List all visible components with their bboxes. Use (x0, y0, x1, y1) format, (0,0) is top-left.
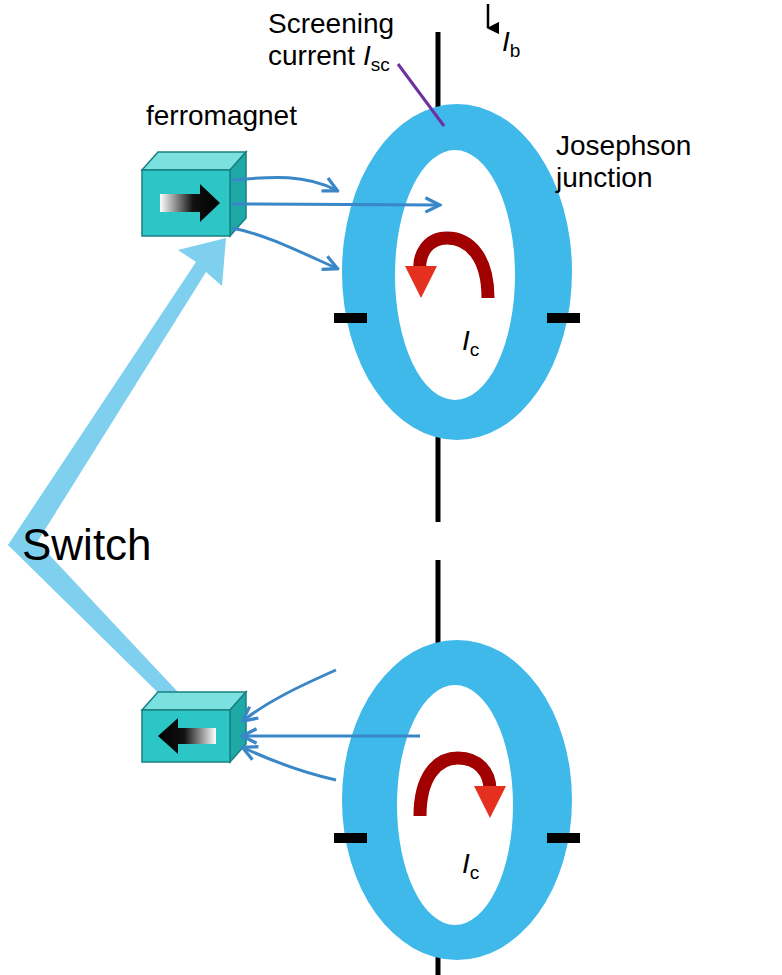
current-arrow (474, 786, 506, 818)
current-arrow (405, 266, 437, 298)
bias-arrow (487, 4, 490, 28)
squid-ring (342, 640, 572, 960)
josephson-junction (547, 313, 580, 323)
josephson-junction (547, 833, 580, 843)
field-line (232, 177, 438, 268)
switch-label: Switch (22, 520, 182, 571)
part-label: Josephson junction (556, 130, 716, 194)
current-symbol: Ib (502, 26, 562, 58)
leader-line (398, 64, 444, 126)
switch-arrow (8, 238, 226, 762)
field-line (244, 670, 420, 780)
squid-ring (342, 104, 572, 440)
current-symbol: Ic (462, 325, 522, 357)
part-label: ferromagnet (146, 100, 316, 132)
lead-wire (436, 32, 441, 975)
ferromagnet-block (142, 152, 246, 236)
current-symbol: Ic (462, 848, 522, 880)
ferromagnet-block (142, 692, 246, 762)
josephson-junction (334, 313, 367, 323)
josephson-junction (334, 833, 367, 843)
callout-label: Screening current Isc (268, 8, 418, 72)
